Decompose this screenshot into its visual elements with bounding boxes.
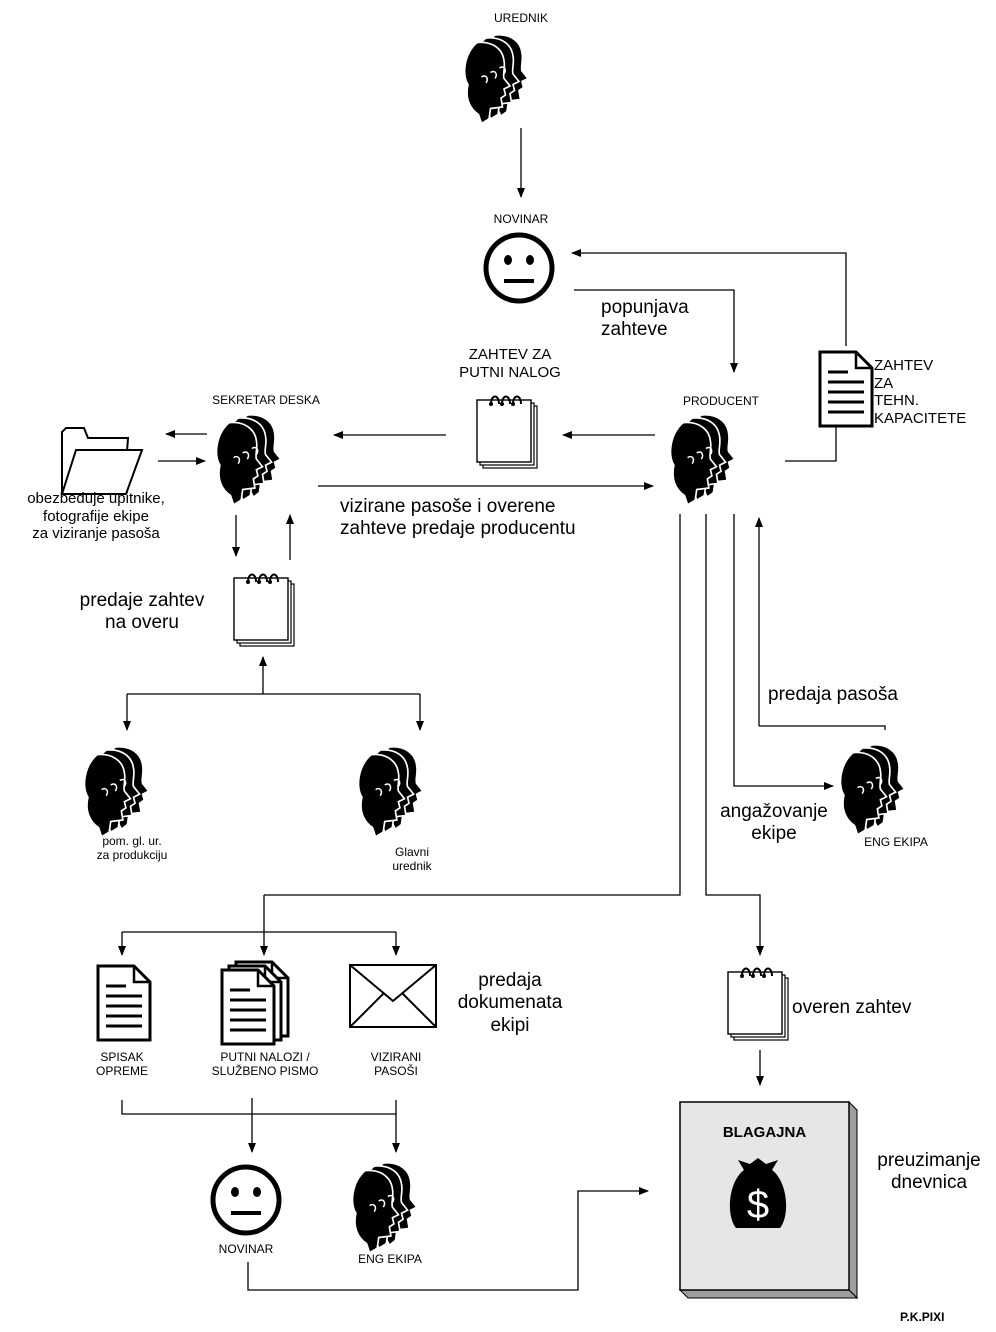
urednik-label: UREDNIK [493, 11, 548, 25]
putni-nalozi-label: PUTNI NALOZI / SLUŽBENO PISMO [211, 1050, 319, 1079]
people-group-icon [669, 414, 736, 506]
people-group-icon [215, 414, 282, 506]
people-group-icon [839, 744, 906, 836]
money-bag-icon: $ [729, 1158, 787, 1228]
spisak-label: SPISAK OPREME [95, 1050, 148, 1079]
predaja-dok-label: predaja dokumenata ekipi [457, 970, 563, 1036]
zahtev-tehn-label: ZAHTEV ZA TEHN. KAPACITETE [874, 357, 967, 428]
popunjava-label: popunjava zahteve [601, 297, 689, 341]
author-label: P.K.PIXI [900, 1310, 945, 1324]
document-stack-icon [220, 960, 290, 1046]
arrow-zahtev-novinar [571, 249, 847, 346]
overen-zahtev-label: overen zahtev [792, 997, 912, 1018]
arrow-novinar-producent [574, 289, 738, 373]
novinar-top-label: NOVINAR [493, 212, 549, 226]
novinar-bottom-label: NOVINAR [218, 1242, 274, 1256]
pom-gl-ur-label: pom. gl. ur. za produkciju [96, 834, 168, 863]
vizirani-label: VIZIRANI PASOŠI [370, 1050, 422, 1079]
arrow-producent-overen [705, 514, 764, 956]
document-icon [96, 964, 152, 1042]
preuzimanje-label: preuzimanje dnevnica [877, 1150, 981, 1194]
predaja-pasosa-label: predaja pasoša [768, 684, 898, 705]
vizirane-label: vizirane pasoše i overene zahteve predaj… [340, 496, 576, 540]
people-group-icon [357, 746, 424, 838]
neutral-face-icon [486, 235, 552, 301]
people-group-icon [83, 746, 150, 838]
folder-icon [60, 427, 144, 495]
predaje-zahtev-label: predaje zahtev na overu [79, 590, 205, 634]
producent-label: PRODUCENT [682, 394, 759, 408]
sekretar-label: SEKRETAR DESKA [212, 393, 320, 407]
obezbedjuje-label: obezbeđuje upitnike, fotografije ekipe z… [27, 490, 165, 543]
people-group-icon [351, 1162, 418, 1254]
arrow-to-blagajna [247, 1187, 649, 1291]
notepad-icon [476, 395, 538, 469]
zahtev-putni-label: ZAHTEV ZA PUTNI NALOG [459, 346, 561, 381]
notepad-icon [233, 573, 295, 647]
blagajna-label: BLAGAJNA [722, 1124, 807, 1141]
document-icon [818, 350, 874, 428]
glavni-urednik-label: Glavni urednik [392, 845, 432, 874]
eng-ekipa-right-label: ENG EKIPA [864, 835, 928, 849]
angazovanje-label: angažovanje ekipe [720, 801, 828, 845]
people-group-icon [463, 33, 529, 125]
eng-ekipa-bottom-label: ENG EKIPA [358, 1252, 422, 1266]
notepad-icon [727, 967, 789, 1041]
envelope-icon [349, 964, 437, 1028]
arrow-producent-eng [733, 514, 834, 790]
svg-text:$: $ [747, 1183, 769, 1227]
connectors [118, 128, 886, 1291]
neutral-face-icon [213, 1167, 279, 1233]
